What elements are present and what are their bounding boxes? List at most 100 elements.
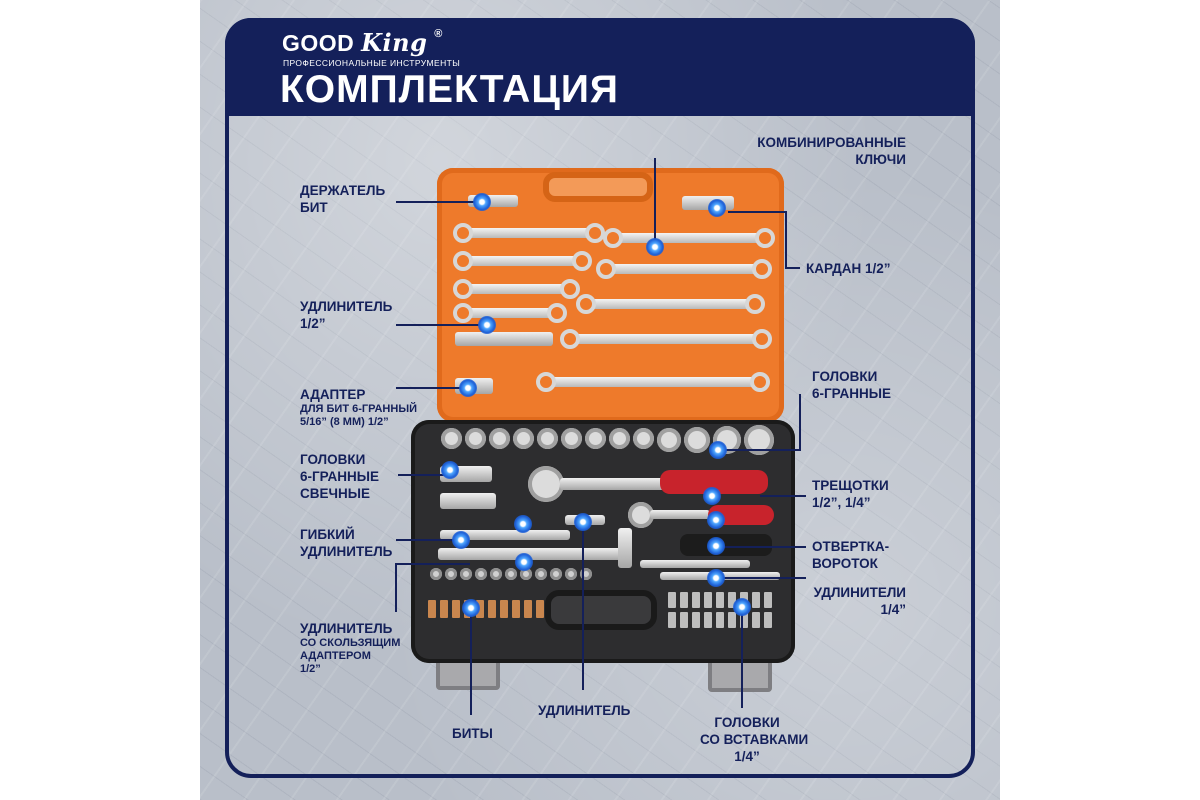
label-line: ТРЕЩОТКИ — [812, 478, 889, 493]
marker-combo-wrenches — [646, 238, 664, 256]
label-cardan: КАРДАН 1/2” — [806, 260, 891, 277]
marker-extensions-quarter — [707, 569, 725, 587]
brand-logo: GOOD King ® — [282, 28, 443, 57]
label-line: КОМБИНИРОВАННЫЕ — [757, 135, 906, 150]
marker-ratchets-2 — [707, 511, 725, 529]
label-line: СВЕЧНЫЕ — [300, 486, 370, 501]
socket — [537, 428, 558, 449]
label-line: ГОЛОВКИ — [812, 369, 878, 384]
label-screwdriver: ОТВЕРТКА- ВОРОТОК — [812, 538, 889, 572]
ratchet-head — [528, 466, 564, 502]
marker-flex-extension — [452, 531, 470, 549]
label-hex-sockets: ГОЛОВКИ 6-ГРАННЫЕ — [812, 368, 891, 402]
spark-plug-socket — [440, 493, 496, 509]
t-bar-handle — [618, 528, 632, 568]
bit — [536, 600, 544, 618]
combination-wrench — [572, 334, 760, 344]
label-line: ГИБКИЙ — [300, 527, 355, 542]
marker-bit-sockets — [733, 598, 751, 616]
small-socket — [535, 568, 547, 580]
label-line: ГОЛОВКИ — [714, 715, 780, 730]
label-line: 6-ГРАННЫЕ — [300, 469, 379, 484]
label-extensions-quarter: УДЛИНИТЕЛИ 1/4” — [780, 584, 906, 618]
leader-cardan — [728, 211, 800, 269]
label-subline: АДАПТЕРОМ — [300, 650, 371, 662]
bit — [524, 600, 532, 618]
bit — [452, 600, 460, 618]
small-socket — [565, 568, 577, 580]
combination-wrench — [615, 233, 763, 243]
label-subline: ДЛЯ БИТ 6-ГРАННЫЙ — [300, 403, 417, 415]
small-socket — [490, 568, 502, 580]
label-subline: СО СКОЛЬЗЯЩИМ — [300, 637, 401, 649]
bit-socket — [692, 612, 700, 628]
bit — [500, 600, 508, 618]
brand-tagline: ПРОФЕССИОНАЛЬНЫЕ ИНСТРУМЕНТЫ — [283, 58, 461, 68]
label-line: 1/2”, 1/4” — [812, 495, 871, 510]
small-socket — [505, 568, 517, 580]
bit-socket — [716, 592, 724, 608]
marker-bit-holder — [473, 193, 491, 211]
bit-socket — [716, 612, 724, 628]
small-socket — [445, 568, 457, 580]
combination-wrench — [465, 284, 568, 294]
socket — [657, 428, 681, 452]
bit-socket — [728, 592, 736, 608]
label-line: УДЛИНИТЕЛИ — [813, 585, 906, 600]
marker-screwdriver — [707, 537, 725, 555]
marker-sliding-extension — [515, 553, 533, 571]
small-socket — [430, 568, 442, 580]
label-line: 1/2” — [300, 316, 326, 331]
combination-wrench — [465, 308, 555, 318]
label-extension-half: УДЛИНИТЕЛЬ 1/2” — [300, 298, 392, 332]
socket — [609, 428, 630, 449]
marker-extension-half — [478, 316, 496, 334]
header-banner — [225, 18, 975, 116]
label-line: ОТВЕРТКА- — [812, 539, 890, 554]
label-line: КАРДАН 1/2” — [806, 261, 891, 276]
label-spark-sockets: ГОЛОВКИ 6-ГРАННЫЕ СВЕЧНЫЕ — [300, 451, 379, 502]
label-bit-sockets: ГОЛОВКИ СО ВСТАВКАМИ 1/4” — [700, 714, 809, 765]
label-line: ДЕРЖАТЕЛЬ — [300, 183, 386, 198]
combination-wrench — [465, 228, 593, 238]
small-socket — [475, 568, 487, 580]
socket — [633, 428, 654, 449]
leader-hex-sockets — [719, 394, 801, 451]
screwdriver-handle — [680, 534, 772, 556]
ratchet-shaft — [650, 510, 710, 519]
bit-socket — [692, 592, 700, 608]
case-carry-handle — [545, 590, 657, 630]
label-line: АДАПТЕР — [300, 387, 366, 402]
combination-wrench — [588, 299, 753, 309]
socket — [585, 428, 606, 449]
socket — [684, 427, 710, 453]
label-line: УДЛИНИТЕЛЬ — [538, 703, 631, 718]
label-bits: БИТЫ — [452, 725, 493, 742]
socket — [489, 428, 510, 449]
label-subline: 5/16” (8 ММ) 1/2” — [300, 416, 389, 428]
socket — [561, 428, 582, 449]
leader-sliding-extension — [395, 563, 470, 612]
label-bit-holder: ДЕРЖАТЕЛЬ БИТ — [300, 182, 385, 216]
bit-socket — [704, 612, 712, 628]
marker-cardan — [708, 199, 726, 217]
socket — [465, 428, 486, 449]
bit-socket — [764, 612, 772, 628]
label-line: 1/4” — [734, 749, 760, 764]
label-line: СО ВСТАВКАМИ — [700, 732, 809, 747]
brand-king-text: King — [361, 28, 428, 57]
marker-bits — [462, 599, 480, 617]
label-line: БИТ — [300, 200, 328, 215]
bit-socket — [740, 612, 748, 628]
marker-ratchets — [703, 487, 721, 505]
label-sliding-extension: УДЛИНИТЕЛЬ СО СКОЛЬЗЯЩИМ АДАПТЕРОМ 1/2” — [300, 620, 400, 676]
label-line: КЛЮЧИ — [855, 152, 906, 167]
marker-hex-sockets — [709, 441, 727, 459]
bit — [440, 600, 448, 618]
bit-socket — [668, 612, 676, 628]
bit-socket — [752, 592, 760, 608]
bit-socket — [728, 612, 736, 628]
brand-registered-mark: ® — [434, 28, 443, 40]
ratchet-shaft — [560, 478, 665, 490]
